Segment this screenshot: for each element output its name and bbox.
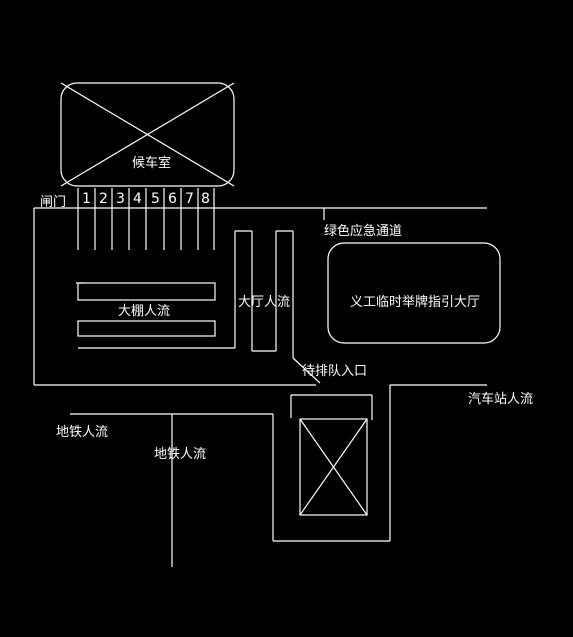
tent-queue-barriers	[76, 230, 321, 384]
gate-number: 3	[116, 191, 125, 207]
gate-number: 2	[99, 191, 108, 207]
gate-number: 5	[151, 191, 160, 207]
volunteer-hall	[327, 242, 501, 344]
gate-number: 7	[185, 191, 194, 207]
tent-flow-label: 大棚人流	[118, 304, 170, 319]
green-channel-label: 绿色应急通道	[324, 223, 402, 239]
queue-entrance-label: 待排队入口	[302, 364, 367, 379]
bus-station-flow-label: 汽车站人流	[468, 391, 533, 407]
waiting-room-label: 候车室	[132, 155, 171, 171]
gate-number: 6	[168, 191, 177, 207]
hall-flow-label: 大厅人流	[238, 295, 290, 310]
gate-separators	[77, 188, 215, 250]
metro-flow-label-center: 地铁人流	[154, 447, 206, 462]
gate-label: 闸门	[40, 195, 66, 210]
gate-number: 8	[201, 191, 210, 207]
gate-numbers: 1 2 3 4 5 6 7 8	[82, 191, 210, 207]
lower-kiosk	[299, 418, 368, 516]
waiting-room: 候车室	[60, 82, 235, 187]
gate-number: 1	[82, 191, 91, 207]
lower-corridor	[70, 385, 391, 567]
metro-flow-label-left: 地铁人流	[56, 425, 108, 440]
outer-walls	[33, 207, 487, 386]
gate-number: 4	[133, 191, 142, 207]
volunteer-hall-label: 义工临时举牌指引大厅	[350, 294, 480, 310]
